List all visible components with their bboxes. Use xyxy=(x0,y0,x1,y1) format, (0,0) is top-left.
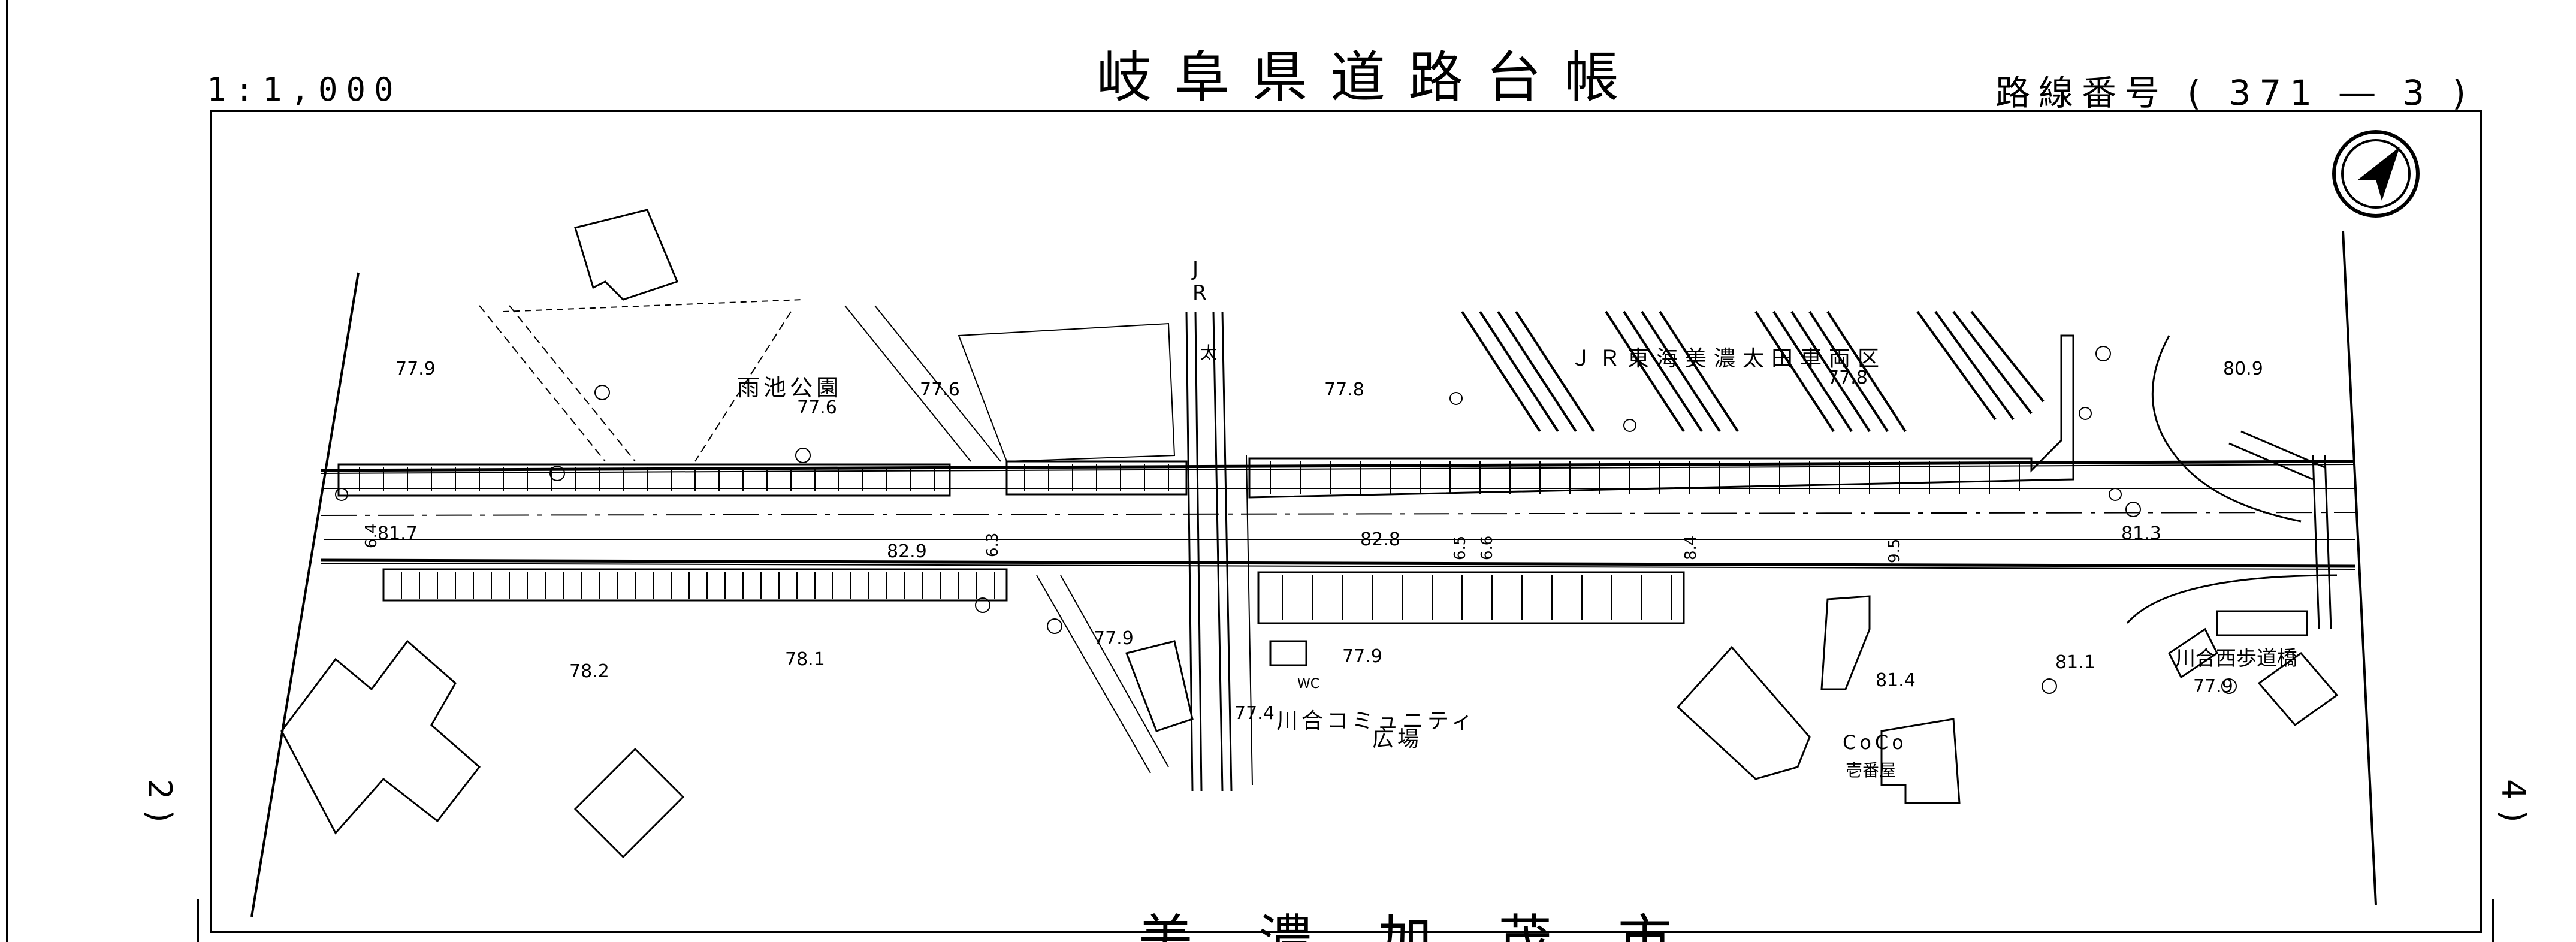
match-line-left xyxy=(250,272,360,917)
elevation: 77.9 xyxy=(1094,628,1134,649)
planting-strip-north xyxy=(337,334,2074,499)
hedge-ticks-north xyxy=(359,461,2020,494)
route-number: 路線番号 ( 371 ― 3 ) xyxy=(1995,73,2475,113)
elevation: 77.9 xyxy=(2193,676,2233,697)
label-r: R xyxy=(1192,281,1207,305)
road-width: 6.5 xyxy=(1451,536,1469,560)
pedestrian-bridge xyxy=(2126,335,2338,636)
elevation: 81.4 xyxy=(1876,670,1916,691)
buildings xyxy=(280,209,2339,859)
survey-symbols xyxy=(335,346,2237,694)
elevation: 77.6 xyxy=(797,397,837,418)
elevation: 81.7 xyxy=(378,523,418,544)
label-wc: WC xyxy=(1297,677,1319,692)
road-width: 8.4 xyxy=(1682,536,1700,560)
hedge-ticks-south xyxy=(401,572,1672,620)
label-plaza: 広場 xyxy=(1372,727,1423,751)
road-width: 6.6 xyxy=(1478,536,1496,560)
shop-name: 壱番屋 xyxy=(1846,760,1896,780)
label-j: J xyxy=(1191,257,1198,281)
elevation: 77.4 xyxy=(1234,703,1275,724)
elevation: 77.8 xyxy=(1324,379,1364,400)
shop-brand: CoCo xyxy=(1843,731,1907,754)
footer-city: 美濃加茂市 xyxy=(1138,909,1738,942)
elevation: 82.9 xyxy=(887,541,927,562)
label-park: 雨池公園 xyxy=(737,375,842,401)
match-line-right xyxy=(2342,230,2377,905)
north-arrow-icon xyxy=(2332,130,2420,218)
side-roads xyxy=(479,299,1176,774)
map-title: 岐阜県道路台帳 xyxy=(1097,46,1642,110)
road-width: 6.4 xyxy=(363,524,380,548)
rail-yard-hatch xyxy=(1461,310,2045,433)
label-community: 川合コミュニティ xyxy=(1276,709,1476,733)
elevation: 81.3 xyxy=(2121,523,2161,544)
elevation: 81.1 xyxy=(2055,652,2095,673)
elevation: 78.1 xyxy=(785,649,825,670)
road-width: 9.5 xyxy=(1886,539,1904,563)
map-frame xyxy=(210,110,2482,933)
label-bridge: 川合西歩道橋 xyxy=(2175,647,2297,671)
elevation: 80.9 xyxy=(2223,358,2263,379)
planting-strip-south xyxy=(382,568,1685,624)
elevation: 77.9 xyxy=(1342,646,1382,667)
label-rail-yard: ＪＲ東海美濃太田車両区 xyxy=(1570,346,1886,371)
label-ta: 太 xyxy=(1200,343,1217,363)
elevation: 78.2 xyxy=(569,661,609,682)
elevation: 77.8 xyxy=(1828,367,1868,388)
elevation: 77.6 xyxy=(920,379,960,400)
scale-label: 1:1,000 xyxy=(207,71,402,108)
elevation: 82.8 xyxy=(1360,529,1400,550)
road-width: 6.3 xyxy=(984,533,1002,557)
elevation: 77.9 xyxy=(395,358,436,379)
main-road xyxy=(320,460,2355,570)
